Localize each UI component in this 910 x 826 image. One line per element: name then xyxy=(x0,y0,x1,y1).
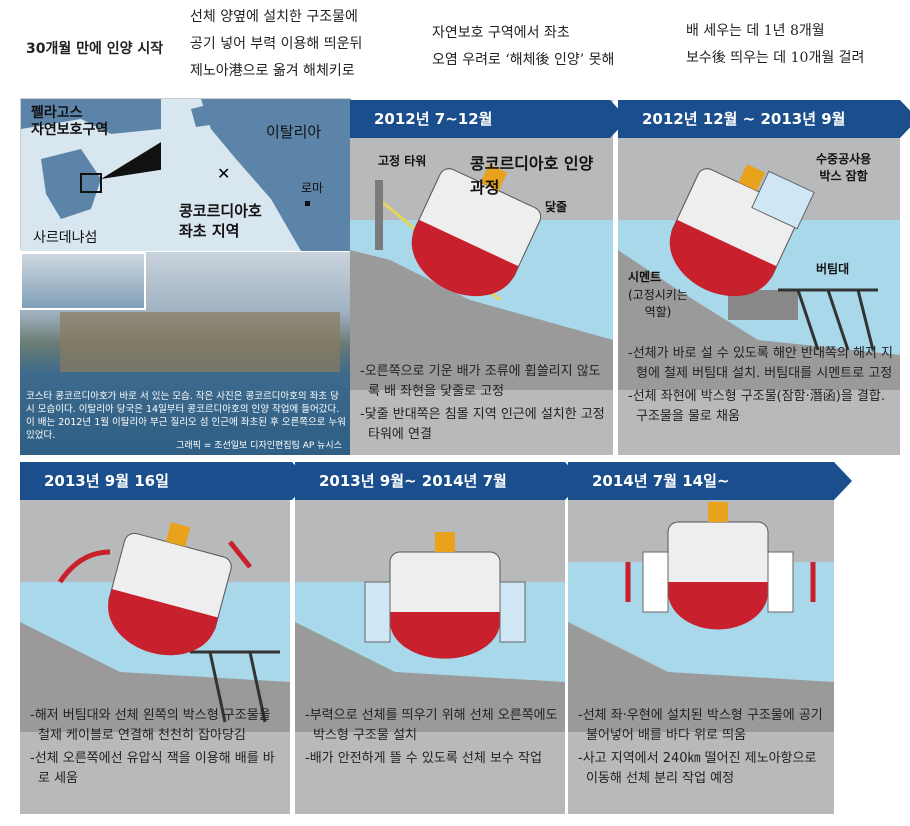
step-3-diagram xyxy=(20,522,290,732)
label-caisson: 수중공사용 박스 잠함 xyxy=(816,152,872,183)
step-2-diagram xyxy=(618,164,900,390)
desc-item: -사고 지역에서 240㎞ 떨어진 제노아항으로 이동해 선체 분리 작업 예정 xyxy=(578,751,817,786)
step-3-description: -해저 버팀대와 선체 왼쪽의 박스형 구조물을 철제 케이블로 연결해 천천히… xyxy=(30,706,285,792)
svg-text:✕: ✕ xyxy=(217,164,230,183)
headline-col3: 배 세우는 데 1년 8개월 보수後 띄우는 데 10개월 걸려 xyxy=(686,18,864,72)
step-1-description: -오른쪽으로 기운 배가 조류에 휩쓸리지 않도록 배 좌현을 닻줄로 고정 -… xyxy=(360,362,605,448)
map-label-rome: 로마 xyxy=(301,181,324,195)
headline-line: 제노아港으로 옮겨 해체키로 xyxy=(190,63,355,79)
headline-line: 오염 우려로 ‘해체後 인양’ 못해 xyxy=(432,52,615,68)
location-map: ✕ 펠라고스 자연보호구역 이탈리아 로마 콩코르디아호 좌초 지역 사르데냐섬 xyxy=(20,98,351,251)
headline-title: 30개월 만에 인양 시작 xyxy=(26,41,164,57)
step-3-header: 2013년 9월 16일 xyxy=(20,462,310,500)
map-label-sardinia: 사르데냐섬 xyxy=(33,230,98,246)
step-5-header: 2014년 7월 14일~ xyxy=(568,462,852,500)
step-4-diagram xyxy=(295,532,565,732)
step-2-description: -선체가 바로 설 수 있도록 해안 반대쪽의 해저 지형에 철제 버팀대 설치… xyxy=(628,344,893,430)
step-3-panel: -해저 버팀대와 선체 왼쪽의 박스형 구조물을 철제 케이블로 연결해 천천히… xyxy=(20,462,290,814)
step-1-diagram xyxy=(350,164,613,390)
label-fixed-tower: 고정 타워 xyxy=(378,154,427,168)
label-anchor-rope: 닻줄 xyxy=(545,200,568,214)
step-5-diagram xyxy=(568,502,834,732)
step-1-panel: 고정 타워 콩코르디아호 인양 과정 닻줄 -오른쪽으로 기운 배가 조류에 휩… xyxy=(350,100,613,455)
headline-col2: 자연보호 구역에서 좌초 오염 우려로 ‘해체後 인양’ 못해 xyxy=(432,20,614,74)
headline-line: 보수後 띄우는 데 10개월 걸려 xyxy=(686,50,865,66)
step-5-panel: -선체 좌·우현에 설치된 박스형 구조물에 공기 불어넣어 배를 바다 위로 … xyxy=(568,462,834,814)
desc-item: -닻줄 반대쪽은 침몰 지역 인근에 설치한 고정 타워에 연결 xyxy=(360,407,605,442)
label-cement: 시멘트 xyxy=(628,270,662,284)
headline-line: 자연보호 구역에서 좌초 xyxy=(432,25,570,41)
inset-photo-capsized xyxy=(20,252,146,310)
label-cement-role: (고정시키는 역할) xyxy=(628,288,688,319)
diagram-title: 콩코르디아호 인양 과정 xyxy=(470,154,594,197)
desc-item: -부력으로 선체를 띄우기 위해 선체 오른쪽에도 박스형 구조물 설치 xyxy=(305,708,558,743)
map-label-site: 콩코르디아호 좌초 지역 xyxy=(179,202,262,240)
map-graphic: ✕ xyxy=(21,99,351,251)
step-1-header: 2012년 7~12월 xyxy=(350,100,628,138)
headline-line: 선체 양옆에 설치한 구조물에 xyxy=(190,9,358,25)
desc-item: -선체가 바로 설 수 있도록 해안 반대쪽의 해저 지형에 철제 버팀대 설치… xyxy=(628,346,893,381)
photo-caption: 코스타 콩코르디아호가 바로 서 있는 모습. 작은 사진은 콩코르디아호의 좌… xyxy=(26,391,346,441)
desc-item: -오른쪽으로 기운 배가 조류에 휩쓸리지 않도록 배 좌현을 닻줄로 고정 xyxy=(360,364,601,399)
step-2-header: 2012년 12월 ~ 2013년 9월 xyxy=(618,100,910,138)
desc-item: -해저 버팀대와 선체 왼쪽의 박스형 구조물을 철제 케이블로 연결해 천천히… xyxy=(30,708,271,743)
photo-credit: 그래픽 = 조선일보 디자인편집팀 AP 뉴시스 xyxy=(176,441,342,451)
ship-photo xyxy=(60,312,340,372)
desc-item: -선체 오른쪽에선 유압식 잭을 이용해 배를 바로 세움 xyxy=(30,751,275,786)
map-label-italy: 이탈리아 xyxy=(266,123,322,141)
desc-item: -선체 좌·우현에 설치된 박스형 구조물에 공기 불어넣어 배를 바다 위로 … xyxy=(578,708,823,743)
headline-line: 배 세우는 데 1년 8개월 xyxy=(686,23,825,39)
desc-item: -선체 좌현에 박스형 구조물(잠함·潛函)을 결합. 구조물을 물로 채움 xyxy=(628,389,885,424)
headline-col1: 선체 양옆에 설치한 구조물에 공기 넣어 부력 이용해 띄운뒤 제노아港으로 … xyxy=(190,4,362,85)
step-5-description: -선체 좌·우현에 설치된 박스형 구조물에 공기 불어넣어 배를 바다 위로 … xyxy=(578,706,828,792)
salvage-photo: 코스타 콩코르디아호가 바로 서 있는 모습. 작은 사진은 콩코르디아호의 좌… xyxy=(20,252,350,455)
map-label-pelagos: 펠라고스 자연보호구역 xyxy=(31,105,109,138)
label-brace: 버팀대 xyxy=(816,262,850,276)
step-4-panel: -부력으로 선체를 띄우기 위해 선체 오른쪽에도 박스형 구조물 설치 -배가… xyxy=(295,462,565,814)
desc-item: -배가 안전하게 뜰 수 있도록 선체 보수 작업 xyxy=(305,751,542,766)
headline-line: 공기 넣어 부력 이용해 띄운뒤 xyxy=(190,36,363,52)
step-4-header: 2013년 9월~ 2014년 7월 xyxy=(295,462,583,500)
step-2-panel: 수중공사용 박스 잠함 시멘트 (고정시키는 역할) 버팀대 -선체가 바로 설… xyxy=(618,100,900,455)
step-4-description: -부력으로 선체를 띄우기 위해 선체 오른쪽에도 박스형 구조물 설치 -배가… xyxy=(305,706,560,772)
